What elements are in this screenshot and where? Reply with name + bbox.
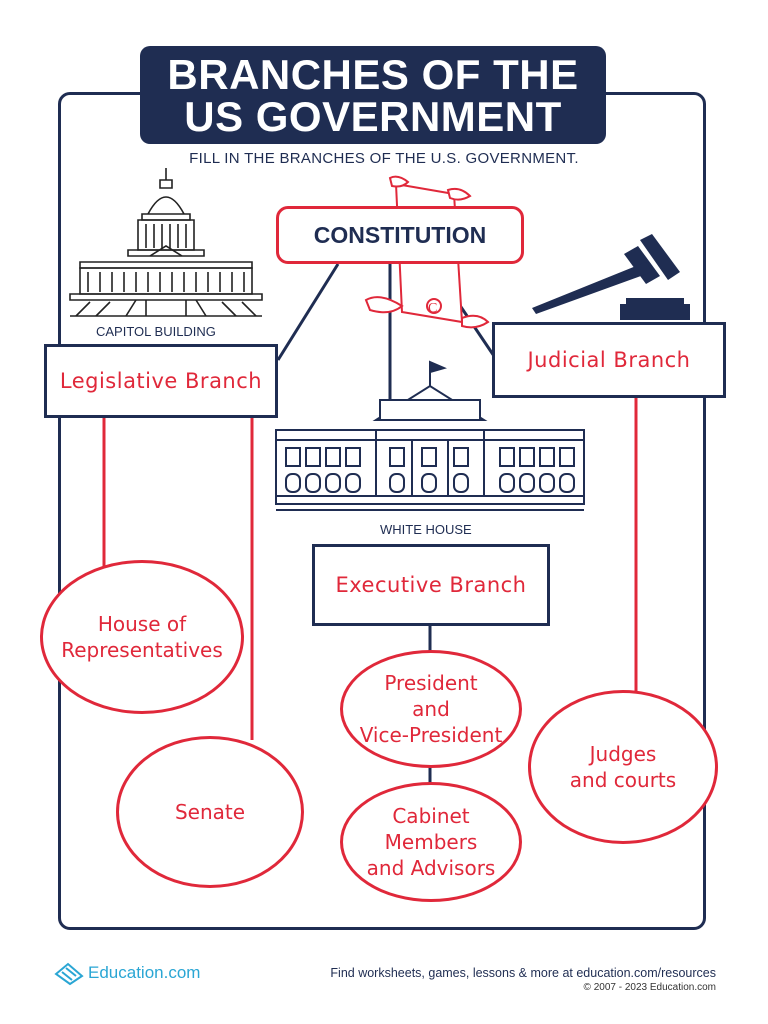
brand-name: Education.com bbox=[88, 963, 201, 982]
capitol-caption: CAPITOL BUILDING bbox=[96, 324, 216, 339]
executive-branch-box: Executive Branch bbox=[312, 544, 550, 626]
judicial-branch-box: Judicial Branch bbox=[492, 322, 726, 398]
cabinet-oval: Cabinet Members and Advisors bbox=[340, 782, 522, 902]
senate-oval: Senate bbox=[116, 736, 304, 888]
legislative-branch-box: Legislative Branch bbox=[44, 344, 278, 418]
gavel-icon bbox=[532, 234, 690, 320]
education-logo-icon bbox=[54, 962, 84, 986]
footer-text: Find worksheets, games, lessons & more a… bbox=[330, 966, 716, 993]
instructions: FILL IN THE BRANCHES OF THE U.S. GOVERNM… bbox=[189, 150, 579, 167]
title-line-2: US GOVERNMENT bbox=[184, 93, 562, 140]
white-house-icon bbox=[275, 360, 585, 511]
footer-tagline[interactable]: Find worksheets, games, lessons & more a… bbox=[330, 966, 716, 980]
education-logo[interactable]: Education.com bbox=[54, 960, 200, 986]
constitution-box: CONSTITUTION bbox=[276, 206, 524, 264]
white-house-caption: WHITE HOUSE bbox=[380, 522, 472, 537]
capitol-building-icon bbox=[69, 168, 263, 317]
page-title: BRANCHES OF THE US GOVERNMENT bbox=[140, 46, 606, 144]
judges-oval: Judges and courts bbox=[528, 690, 718, 844]
svg-text:C: C bbox=[428, 301, 437, 316]
title-line-1: BRANCHES OF THE bbox=[167, 51, 579, 98]
president-oval: President and Vice-President bbox=[340, 650, 522, 768]
house-of-representatives-oval: House of Representatives bbox=[40, 560, 244, 714]
line-constitution-legislative bbox=[276, 263, 340, 361]
footer-copyright: © 2007 - 2023 Education.com bbox=[583, 982, 716, 993]
